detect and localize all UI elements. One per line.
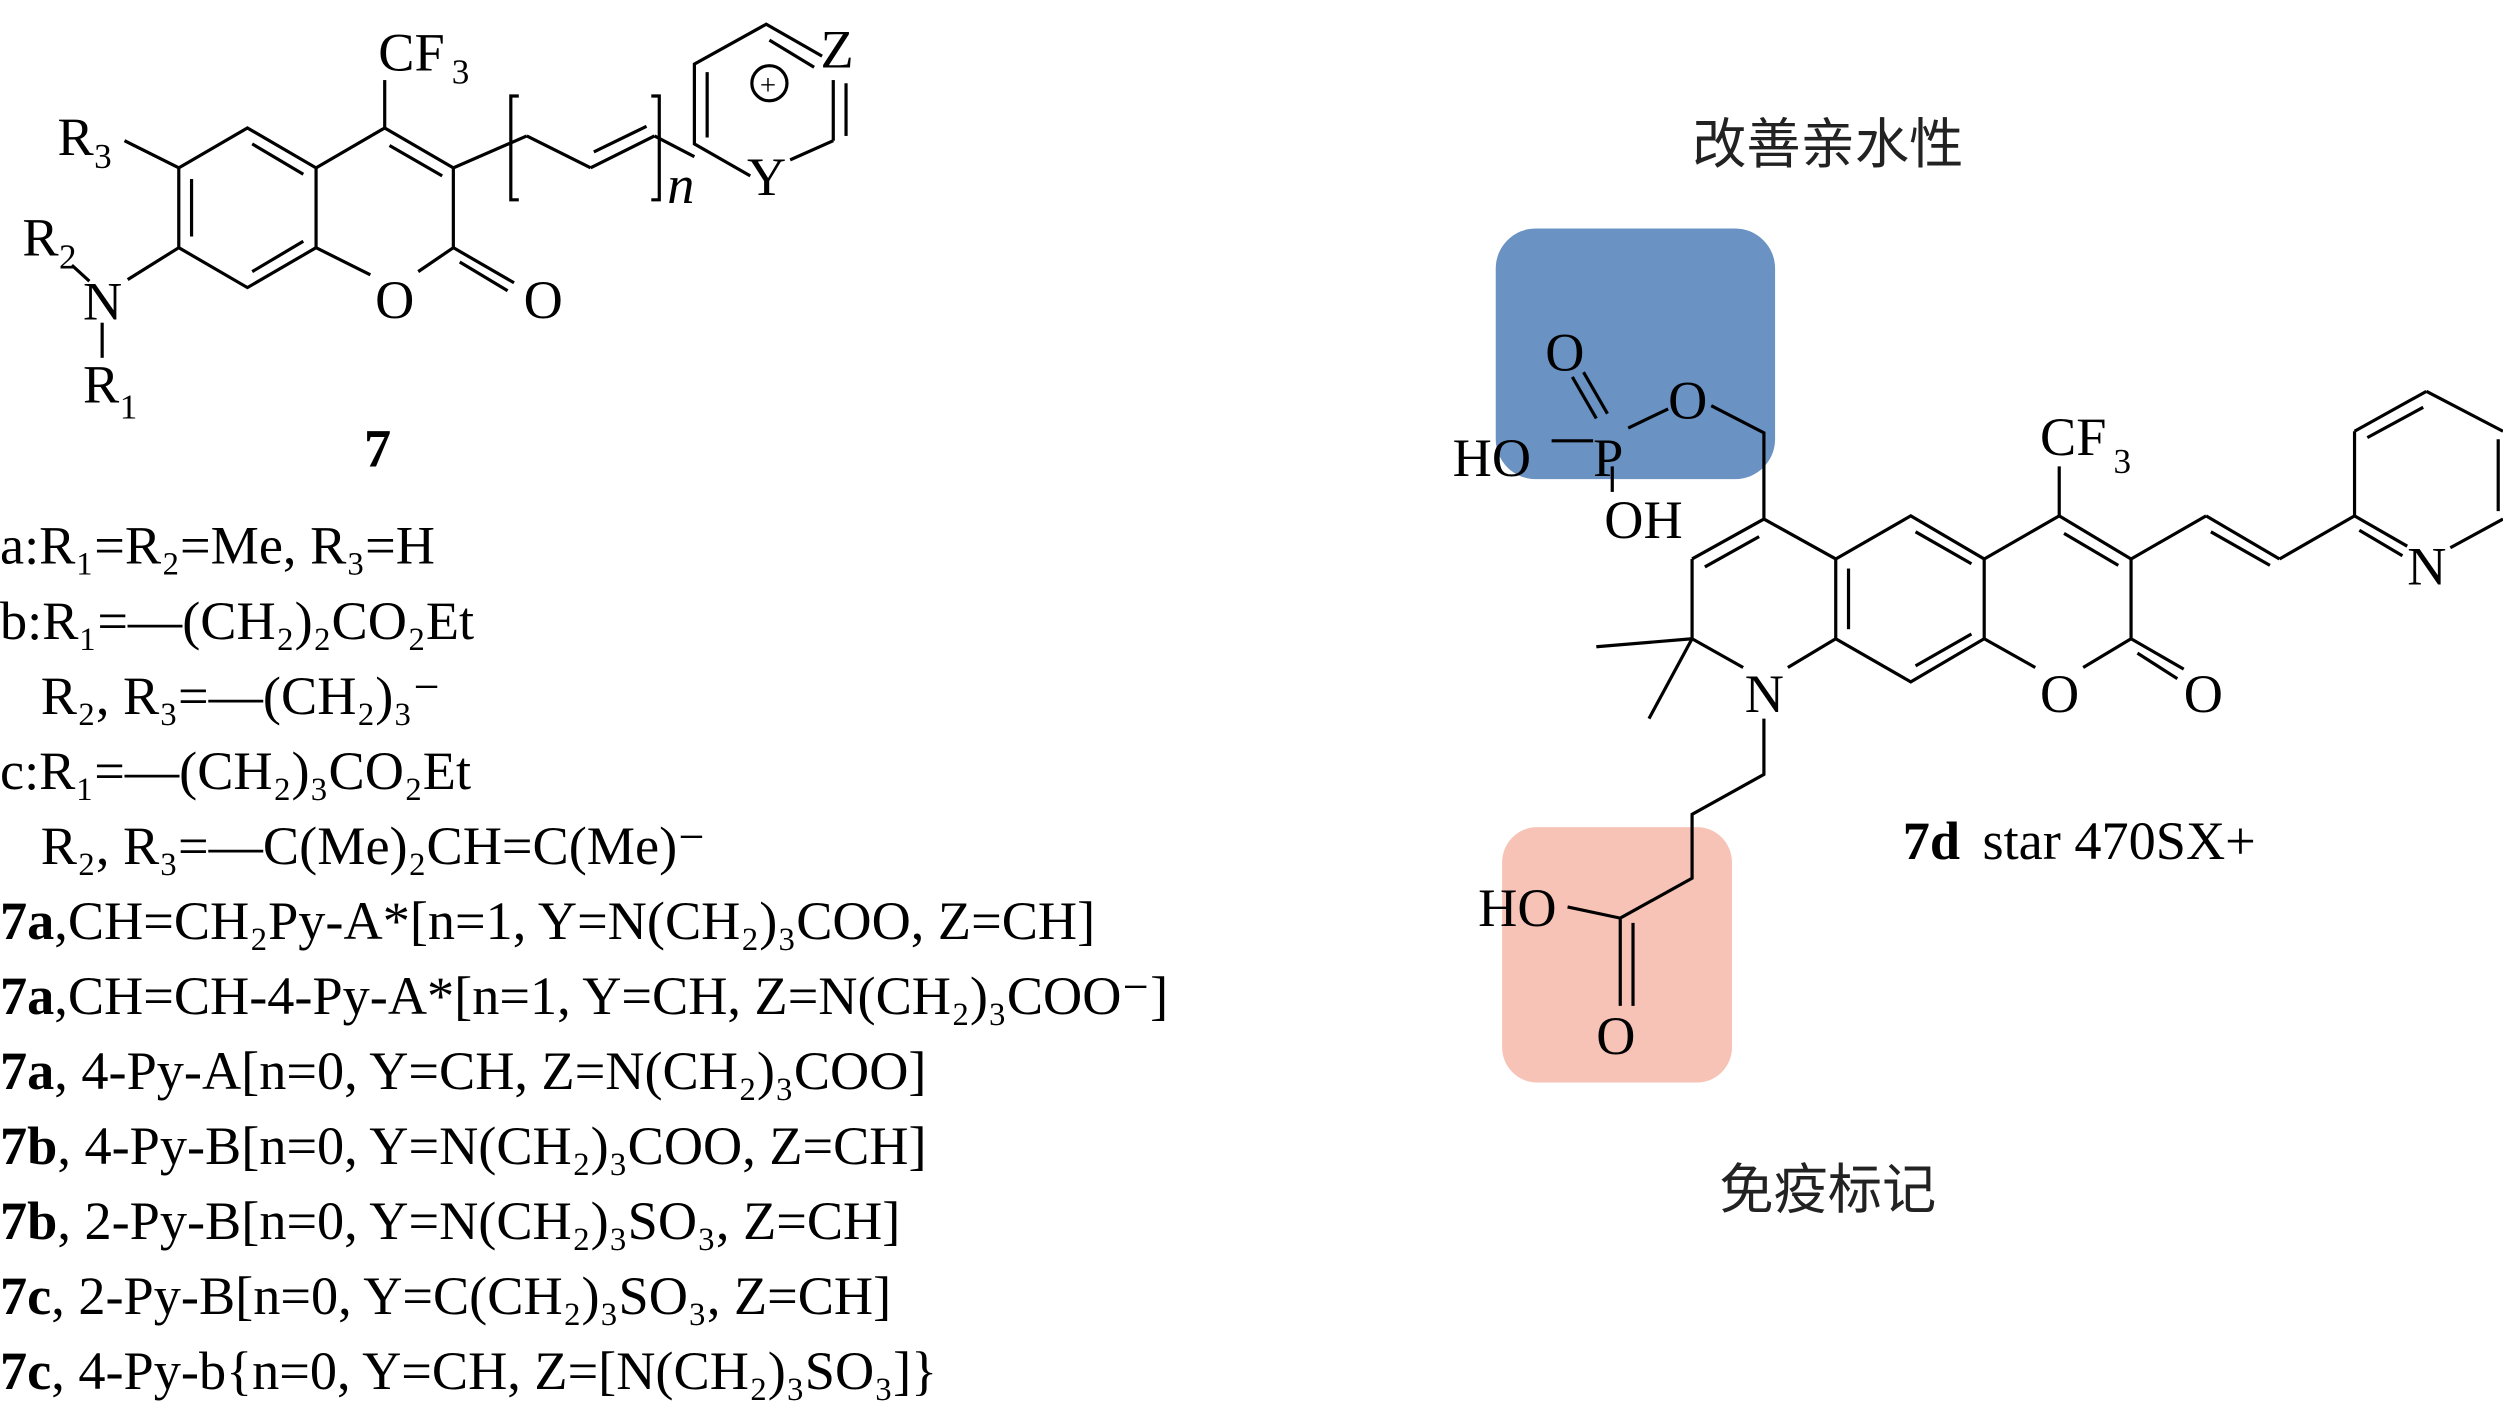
hydrophilic-group-highlight bbox=[1495, 228, 1776, 480]
variant-row: 7b, 4-Py-B[n=0, Y=N(CH₂)₃COO, Z=CH] bbox=[0, 1116, 927, 1176]
z-label: Z bbox=[820, 19, 853, 79]
ring-o-label: O bbox=[2040, 664, 2079, 724]
carboxyl-ho-label: HO bbox=[1478, 878, 1556, 938]
variant-row: 7a,CH=CH-4-Py-A*[n=1, Y=CH, Z=N(CH₂)₃COO… bbox=[0, 966, 1168, 1026]
immunolabeling-annotation: 免疫标记 bbox=[1719, 1159, 1936, 1222]
phosphate-ho-label: HO bbox=[1453, 428, 1531, 488]
cf3-label: CF bbox=[2040, 407, 2106, 467]
structure-7: CF 3 R 3 R 2 N R 1 O O n Y Z + 7 bbox=[22, 19, 853, 478]
substituent-a: a:R₁=R₂=Me, R₃=H bbox=[0, 516, 435, 576]
carboxyl-o-label: O bbox=[1596, 1006, 1635, 1066]
ester-o-label: O bbox=[1668, 370, 1707, 430]
labeling-group-highlight bbox=[1502, 827, 1732, 1083]
carbonyl-o-label: O bbox=[524, 270, 563, 330]
r1-subscript: 1 bbox=[120, 387, 138, 426]
plus-charge: + bbox=[760, 69, 776, 101]
substituent-b2: R₂, R₃=—(CH₂)₃⁻ bbox=[0, 666, 441, 726]
variant-row: 7c, 4-Py-b{n=0, Y=CH, Z=[N(CH₂)₃SO₃]} bbox=[0, 1341, 937, 1401]
variant-row: 7c, 2-Py-B[n=0, Y=C(CH₂)₃SO₃, Z=CH] bbox=[0, 1266, 891, 1326]
substituent-c1: c:R₁=—(CH₂)₃CO₂Et bbox=[0, 741, 471, 801]
carbonyl-o-label: O bbox=[2184, 664, 2223, 724]
n-index-label: n bbox=[667, 155, 694, 215]
r2-subscript: 2 bbox=[59, 237, 77, 276]
y-label: Y bbox=[747, 147, 786, 207]
structure-7d: 改善亲水性 bbox=[1453, 113, 2503, 1222]
pyridine-n-label: N bbox=[2407, 536, 2446, 596]
phosphorus-label: P bbox=[1593, 428, 1623, 488]
compound-label-7: 7 bbox=[364, 418, 391, 478]
variant-row: 7a, 4-Py-A[n=0, Y=CH, Z=N(CH₂)₃COO] bbox=[0, 1041, 927, 1101]
cf3-label: CF bbox=[378, 22, 444, 82]
r1-label: R bbox=[83, 355, 120, 415]
substituent-b1: b:R₁=—(CH₂)₂CO₂Et bbox=[0, 591, 474, 651]
r3-subscript: 3 bbox=[94, 137, 112, 176]
substituent-c2: R₂, R₃=—C(Me)₂CH=C(Me)⁻ bbox=[0, 816, 706, 876]
hydrophilicity-annotation: 改善亲水性 bbox=[1692, 113, 1963, 176]
n-atom-label: N bbox=[83, 272, 122, 332]
variant-row: 7b, 2-Py-B[n=0, Y=N(CH₂)₃SO₃, Z=CH] bbox=[0, 1191, 900, 1251]
phosphoryl-o-label: O bbox=[1545, 323, 1584, 383]
r3-label: R bbox=[57, 107, 94, 167]
cf3-subscript: 3 bbox=[2114, 442, 2132, 481]
r2-label: R bbox=[22, 208, 59, 268]
ring-n-label: N bbox=[1745, 664, 1784, 724]
substituent-list: a:R₁=R₂=Me, R₃=H b:R₁=—(CH₂)₂CO₂Et R₂, R… bbox=[0, 516, 1168, 1401]
phosphate-oh-label: OH bbox=[1604, 490, 1682, 550]
ring-o-label: O bbox=[375, 270, 414, 330]
cf3-subscript: 3 bbox=[452, 52, 470, 91]
variant-row: 7a,CH=CH₂Py-A*[n=1, Y=N(CH₂)₃COO, Z=CH] bbox=[0, 891, 1095, 951]
